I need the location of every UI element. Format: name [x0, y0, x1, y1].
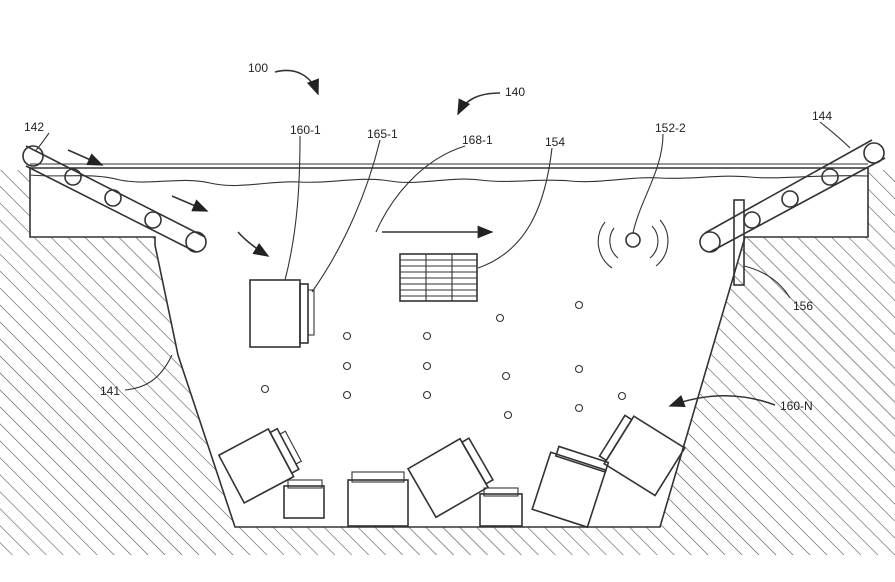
label-142: 142	[24, 120, 44, 134]
label-165-1: 165-1	[367, 127, 398, 141]
label-168-1: 168-1	[462, 133, 493, 147]
label-140: 140	[505, 85, 525, 99]
label-160-N: 160-N	[780, 399, 813, 413]
label-100: 100	[248, 61, 268, 75]
leader-lines	[35, 121, 851, 391]
flow-arrows	[67, 149, 494, 257]
particles	[260, 300, 627, 420]
label-144: 144	[812, 109, 832, 123]
outlet-conveyor	[699, 139, 886, 253]
reference-arrows	[274, 69, 776, 407]
inlet-conveyor	[22, 145, 207, 253]
sensor-array-154	[399, 253, 478, 302]
label-152-2: 152-2	[655, 121, 686, 135]
acoustic-source-152-2	[597, 219, 669, 269]
container-160-1	[249, 279, 315, 348]
label-160-1: 160-1	[290, 123, 321, 137]
label-156: 156	[793, 299, 813, 313]
label-154: 154	[545, 135, 565, 149]
sunken-containers	[217, 414, 686, 529]
water-surface	[29, 174, 869, 187]
gate-156	[733, 199, 745, 286]
label-141: 141	[100, 384, 120, 398]
tank	[29, 163, 869, 528]
reference-labels: 100 140 142 144 160-1 165-1 168-1 154 15…	[24, 61, 832, 413]
